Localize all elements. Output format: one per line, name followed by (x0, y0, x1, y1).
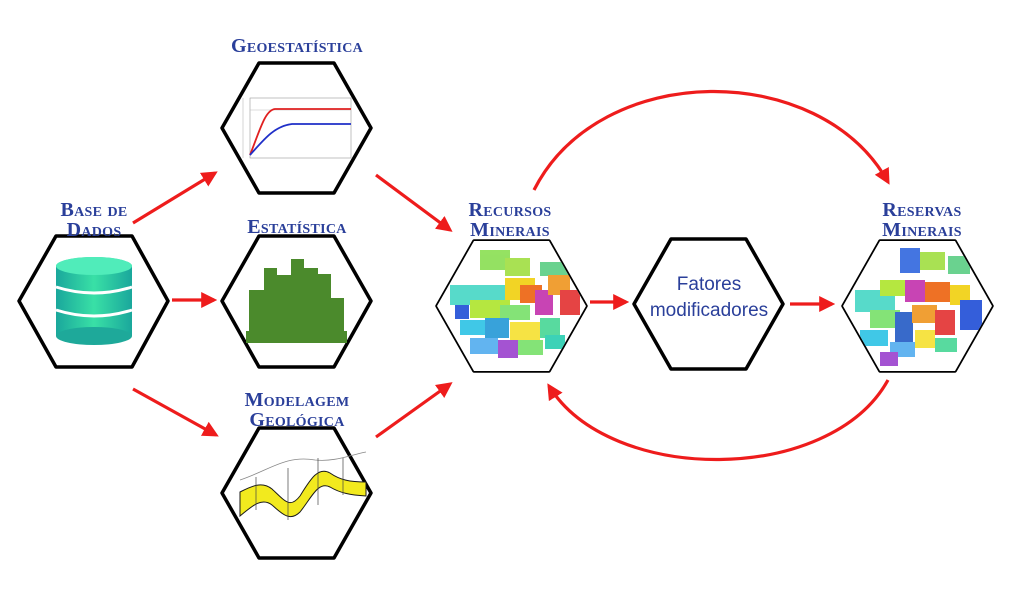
histogram-icon (246, 259, 347, 343)
label-modelagem-line1: Modelagem (244, 389, 350, 411)
label-recursos-line2: Minerais (470, 219, 550, 241)
label-base-de-dados: Base de Dados (46, 200, 142, 240)
database-icon (55, 257, 133, 345)
label-recursos-minerais: Recursos Minerais (452, 200, 568, 240)
arrows (132, 89, 890, 462)
hex-modelagem-geologica[interactable] (220, 426, 373, 560)
label-estatistica-text: Estatística (247, 216, 347, 238)
label-recursos-line1: Recursos (468, 199, 552, 221)
arrow-modelagem-to-recursos (375, 382, 453, 439)
label-reservas-minerais: Reservas Minerais (864, 200, 980, 240)
label-geoestatistica-text: Geoestatística (230, 35, 364, 57)
label-fatores-line2: modificadores (649, 300, 769, 321)
arrow-base-to-modelagem (132, 387, 219, 437)
label-base-de-dados-line1: Base de (60, 199, 128, 221)
label-fatores-line1: Fatores (676, 274, 742, 295)
block-model-icon (843, 241, 992, 371)
variogram-chart-icon (242, 97, 352, 159)
hex-fatores-modificadores[interactable] (632, 237, 785, 371)
label-geoestatistica: Geoestatística (216, 36, 378, 56)
arrow-recursos-to-reservas-arc (532, 89, 890, 191)
arrow-base-to-geoestatistica (132, 171, 218, 225)
label-estatistica: Estatística (226, 217, 368, 237)
label-fatores-modificadores: Fatores modificadores (640, 272, 778, 324)
label-modelagem-geologica: Modelagem Geológica (226, 390, 368, 430)
label-reservas-line2: Minerais (882, 219, 962, 241)
label-base-de-dados-line2: Dados (66, 219, 122, 241)
label-modelagem-line2: Geológica (249, 409, 345, 431)
label-reservas-line1: Reservas (882, 199, 962, 221)
arrow-geoestatistica-to-recursos (375, 173, 453, 232)
arrow-reservas-to-recursos-arc (547, 379, 890, 462)
geological-layer-icon (239, 451, 367, 520)
block-model-icon (437, 241, 586, 371)
